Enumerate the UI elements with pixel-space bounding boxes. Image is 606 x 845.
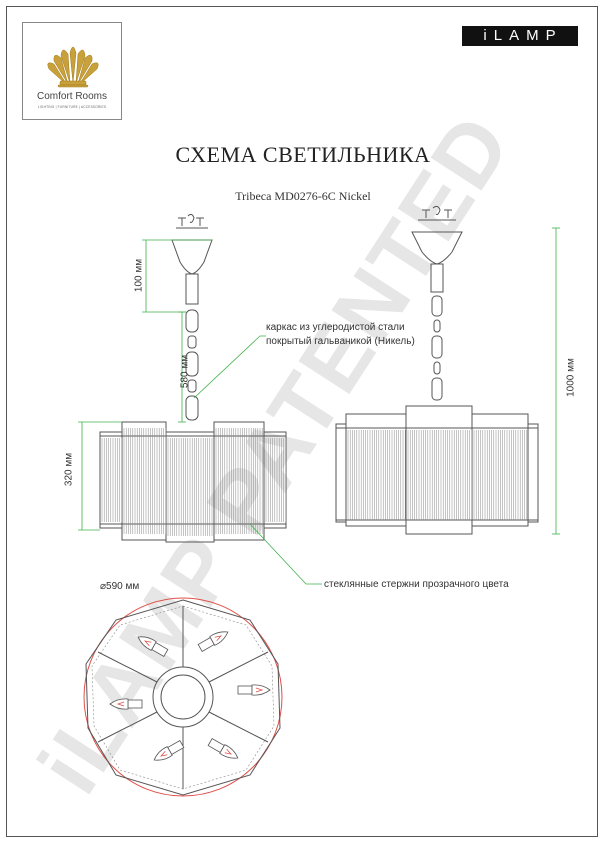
side-hook [418, 205, 456, 221]
side-chain [431, 295, 443, 401]
dimension-chain-length: 580 мм [179, 354, 191, 389]
front-glass-rods [101, 428, 287, 536]
note-frame-material: каркас из углеродистой стали [266, 322, 405, 333]
top-view [83, 597, 283, 797]
side-body [335, 405, 539, 535]
dimension-total-height: 1000 мм [565, 358, 577, 397]
candle-bulb-icon [109, 698, 143, 710]
note-glass-rods: стеклянные стержни прозрачного цвета [324, 579, 509, 590]
side-glass-rods [347, 430, 528, 520]
ilamp-logo: iLAMP [462, 26, 578, 46]
side-canopy [411, 231, 463, 265]
candle-bulb-icon [207, 737, 239, 759]
model-name: Tribeca MD0276-6C Nickel [235, 189, 371, 203]
page-title: СХЕМА СВЕТИЛЬНИКА [175, 142, 431, 167]
front-body [99, 421, 287, 543]
candle-bulb-icon [237, 684, 271, 696]
front-chain [185, 309, 199, 421]
golden-crown-icon [47, 46, 99, 88]
dimension-canopy-height: 100 мм [133, 258, 145, 293]
brand-logo: Comfort Rooms LIGHTING | FURNITURE | ACC… [22, 22, 122, 120]
front-stem [185, 273, 199, 305]
dimension-diameter: ⌀590 мм [100, 581, 140, 592]
note-frame-coating: покрытый гальваникой (Никель) [266, 336, 415, 347]
candle-bulb-icon [153, 739, 185, 761]
brand-tagline: LIGHTING | FURNITURE | ACCESSORIES [37, 105, 107, 109]
dimension-lines [78, 227, 560, 585]
page-border [6, 6, 598, 837]
candle-bulb-icon [197, 631, 229, 653]
candle-bulbs [109, 631, 271, 761]
candle-bulb-icon [137, 636, 169, 658]
dimension-body-height: 320 мм [63, 452, 75, 487]
brand-name: Comfort Rooms [36, 91, 107, 102]
front-canopy [171, 239, 213, 275]
side-stem [430, 263, 444, 293]
front-hook [176, 213, 208, 229]
